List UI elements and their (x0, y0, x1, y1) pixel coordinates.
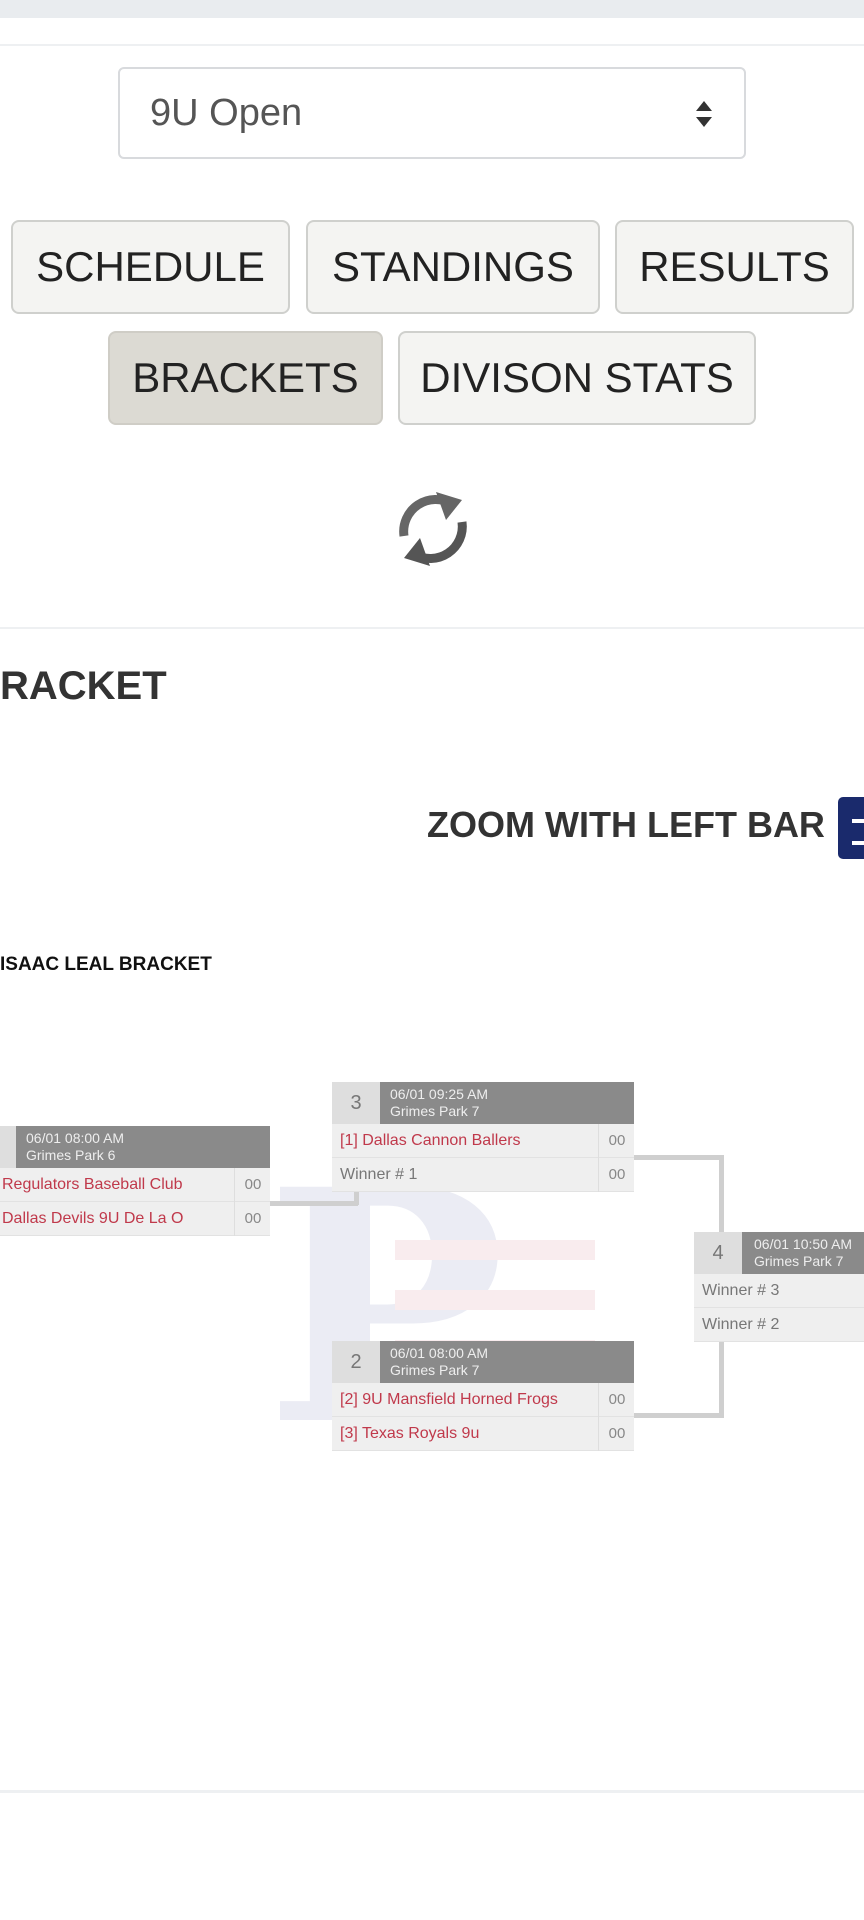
team-score: 00 (234, 1168, 271, 1202)
game-team-row[interactable]: Winner # 2 (694, 1308, 864, 1342)
game-datetime: 06/01 08:00 AM (26, 1130, 125, 1146)
bracket-name: ISAAC LEAL BRACKET (0, 954, 212, 975)
tab-division-stats[interactable]: DIVISON STATS (398, 331, 756, 425)
divider (0, 1790, 864, 1793)
team-score: 00 (234, 1202, 271, 1236)
refresh-icon[interactable] (392, 488, 474, 570)
game-header: 2 06/01 08:00 AM Grimes Park 7 (332, 1341, 634, 1383)
game-number: 3 (332, 1082, 380, 1124)
game-team-row[interactable]: Winner # 1 00 (332, 1158, 634, 1192)
zoom-icon (852, 819, 864, 845)
game-datetime: 06/01 08:00 AM (390, 1345, 489, 1361)
game-header: 4 06/01 10:50 AM Grimes Park 7 (694, 1232, 864, 1274)
tab-results[interactable]: RESULTS (615, 220, 854, 314)
team-name[interactable]: Winner # 1 (340, 1166, 418, 1183)
game-time: 06/01 08:00 AM Grimes Park 7 (390, 1345, 488, 1379)
game-datetime: 06/01 09:25 AM (390, 1086, 489, 1102)
team-name[interactable]: Winner # 3 (702, 1282, 780, 1299)
section-title: RACKET (0, 664, 167, 708)
bracket-connector (634, 1413, 724, 1418)
team-name[interactable]: [1] Dallas Cannon Ballers (340, 1132, 521, 1149)
game-team-row[interactable]: [1] Dallas Cannon Ballers 00 (332, 1124, 634, 1158)
game-field: Grimes Park 6 (26, 1147, 116, 1163)
team-name[interactable]: [3] Texas Royals 9u (340, 1425, 480, 1442)
team-name[interactable]: Winner # 2 (702, 1316, 780, 1333)
team-score: 00 (598, 1417, 635, 1451)
game-time: 06/01 08:00 AM Grimes Park 6 (26, 1130, 124, 1164)
bracket-connector (270, 1201, 358, 1206)
division-select-value: 9U Open (150, 92, 303, 134)
zoom-label: ZOOM WITH LEFT BAR (427, 804, 825, 845)
tab-standings[interactable]: STANDINGS (306, 220, 600, 314)
game-number: 2 (332, 1341, 380, 1383)
game-field: Grimes Park 7 (390, 1103, 480, 1119)
bracket-game[interactable]: 3 06/01 09:25 AM Grimes Park 7 [1] Dalla… (332, 1082, 634, 1194)
divider (0, 627, 864, 629)
team-score: 00 (598, 1124, 635, 1158)
bracket-game[interactable]: 06/01 08:00 AM Grimes Park 6 Regulators … (0, 1126, 270, 1238)
game-field: Grimes Park 7 (390, 1362, 480, 1378)
game-field: Grimes Park 7 (754, 1253, 844, 1269)
game-team-row[interactable]: [3] Texas Royals 9u 00 (332, 1417, 634, 1451)
bracket-connector (354, 1191, 359, 1205)
division-select[interactable]: 9U Open (118, 67, 746, 159)
team-score: 00 (598, 1158, 635, 1192)
game-datetime: 06/01 10:50 AM (754, 1236, 853, 1252)
sort-arrows-icon (696, 101, 712, 127)
top-bar (0, 0, 864, 18)
tab-schedule[interactable]: SCHEDULE (11, 220, 290, 314)
game-team-row[interactable]: Winner # 3 (694, 1274, 864, 1308)
divider (0, 44, 864, 46)
team-name[interactable]: Regulators Baseball Club (2, 1176, 183, 1193)
zoom-button[interactable] (838, 797, 864, 859)
team-name[interactable]: [2] 9U Mansfield Horned Frogs (340, 1391, 558, 1408)
game-team-row[interactable]: Regulators Baseball Club 00 (0, 1168, 270, 1202)
tab-brackets[interactable]: BRACKETS (108, 331, 383, 425)
bracket-game[interactable]: 2 06/01 08:00 AM Grimes Park 7 [2] 9U Ma… (332, 1341, 634, 1453)
game-time: 06/01 10:50 AM Grimes Park 7 (754, 1236, 852, 1270)
game-header: 3 06/01 09:25 AM Grimes Park 7 (332, 1082, 634, 1124)
game-header: 06/01 08:00 AM Grimes Park 6 (0, 1126, 270, 1168)
team-score: 00 (598, 1383, 635, 1417)
game-team-row[interactable]: [2] 9U Mansfield Horned Frogs 00 (332, 1383, 634, 1417)
game-time: 06/01 09:25 AM Grimes Park 7 (390, 1086, 488, 1120)
bracket-game[interactable]: 4 06/01 10:50 AM Grimes Park 7 Winner # … (694, 1232, 864, 1344)
game-number (0, 1126, 16, 1168)
team-name[interactable]: Dallas Devils 9U De La O (2, 1210, 184, 1227)
bracket-connector (634, 1155, 724, 1160)
game-team-row[interactable]: Dallas Devils 9U De La O 00 (0, 1202, 270, 1236)
game-number: 4 (694, 1232, 742, 1274)
